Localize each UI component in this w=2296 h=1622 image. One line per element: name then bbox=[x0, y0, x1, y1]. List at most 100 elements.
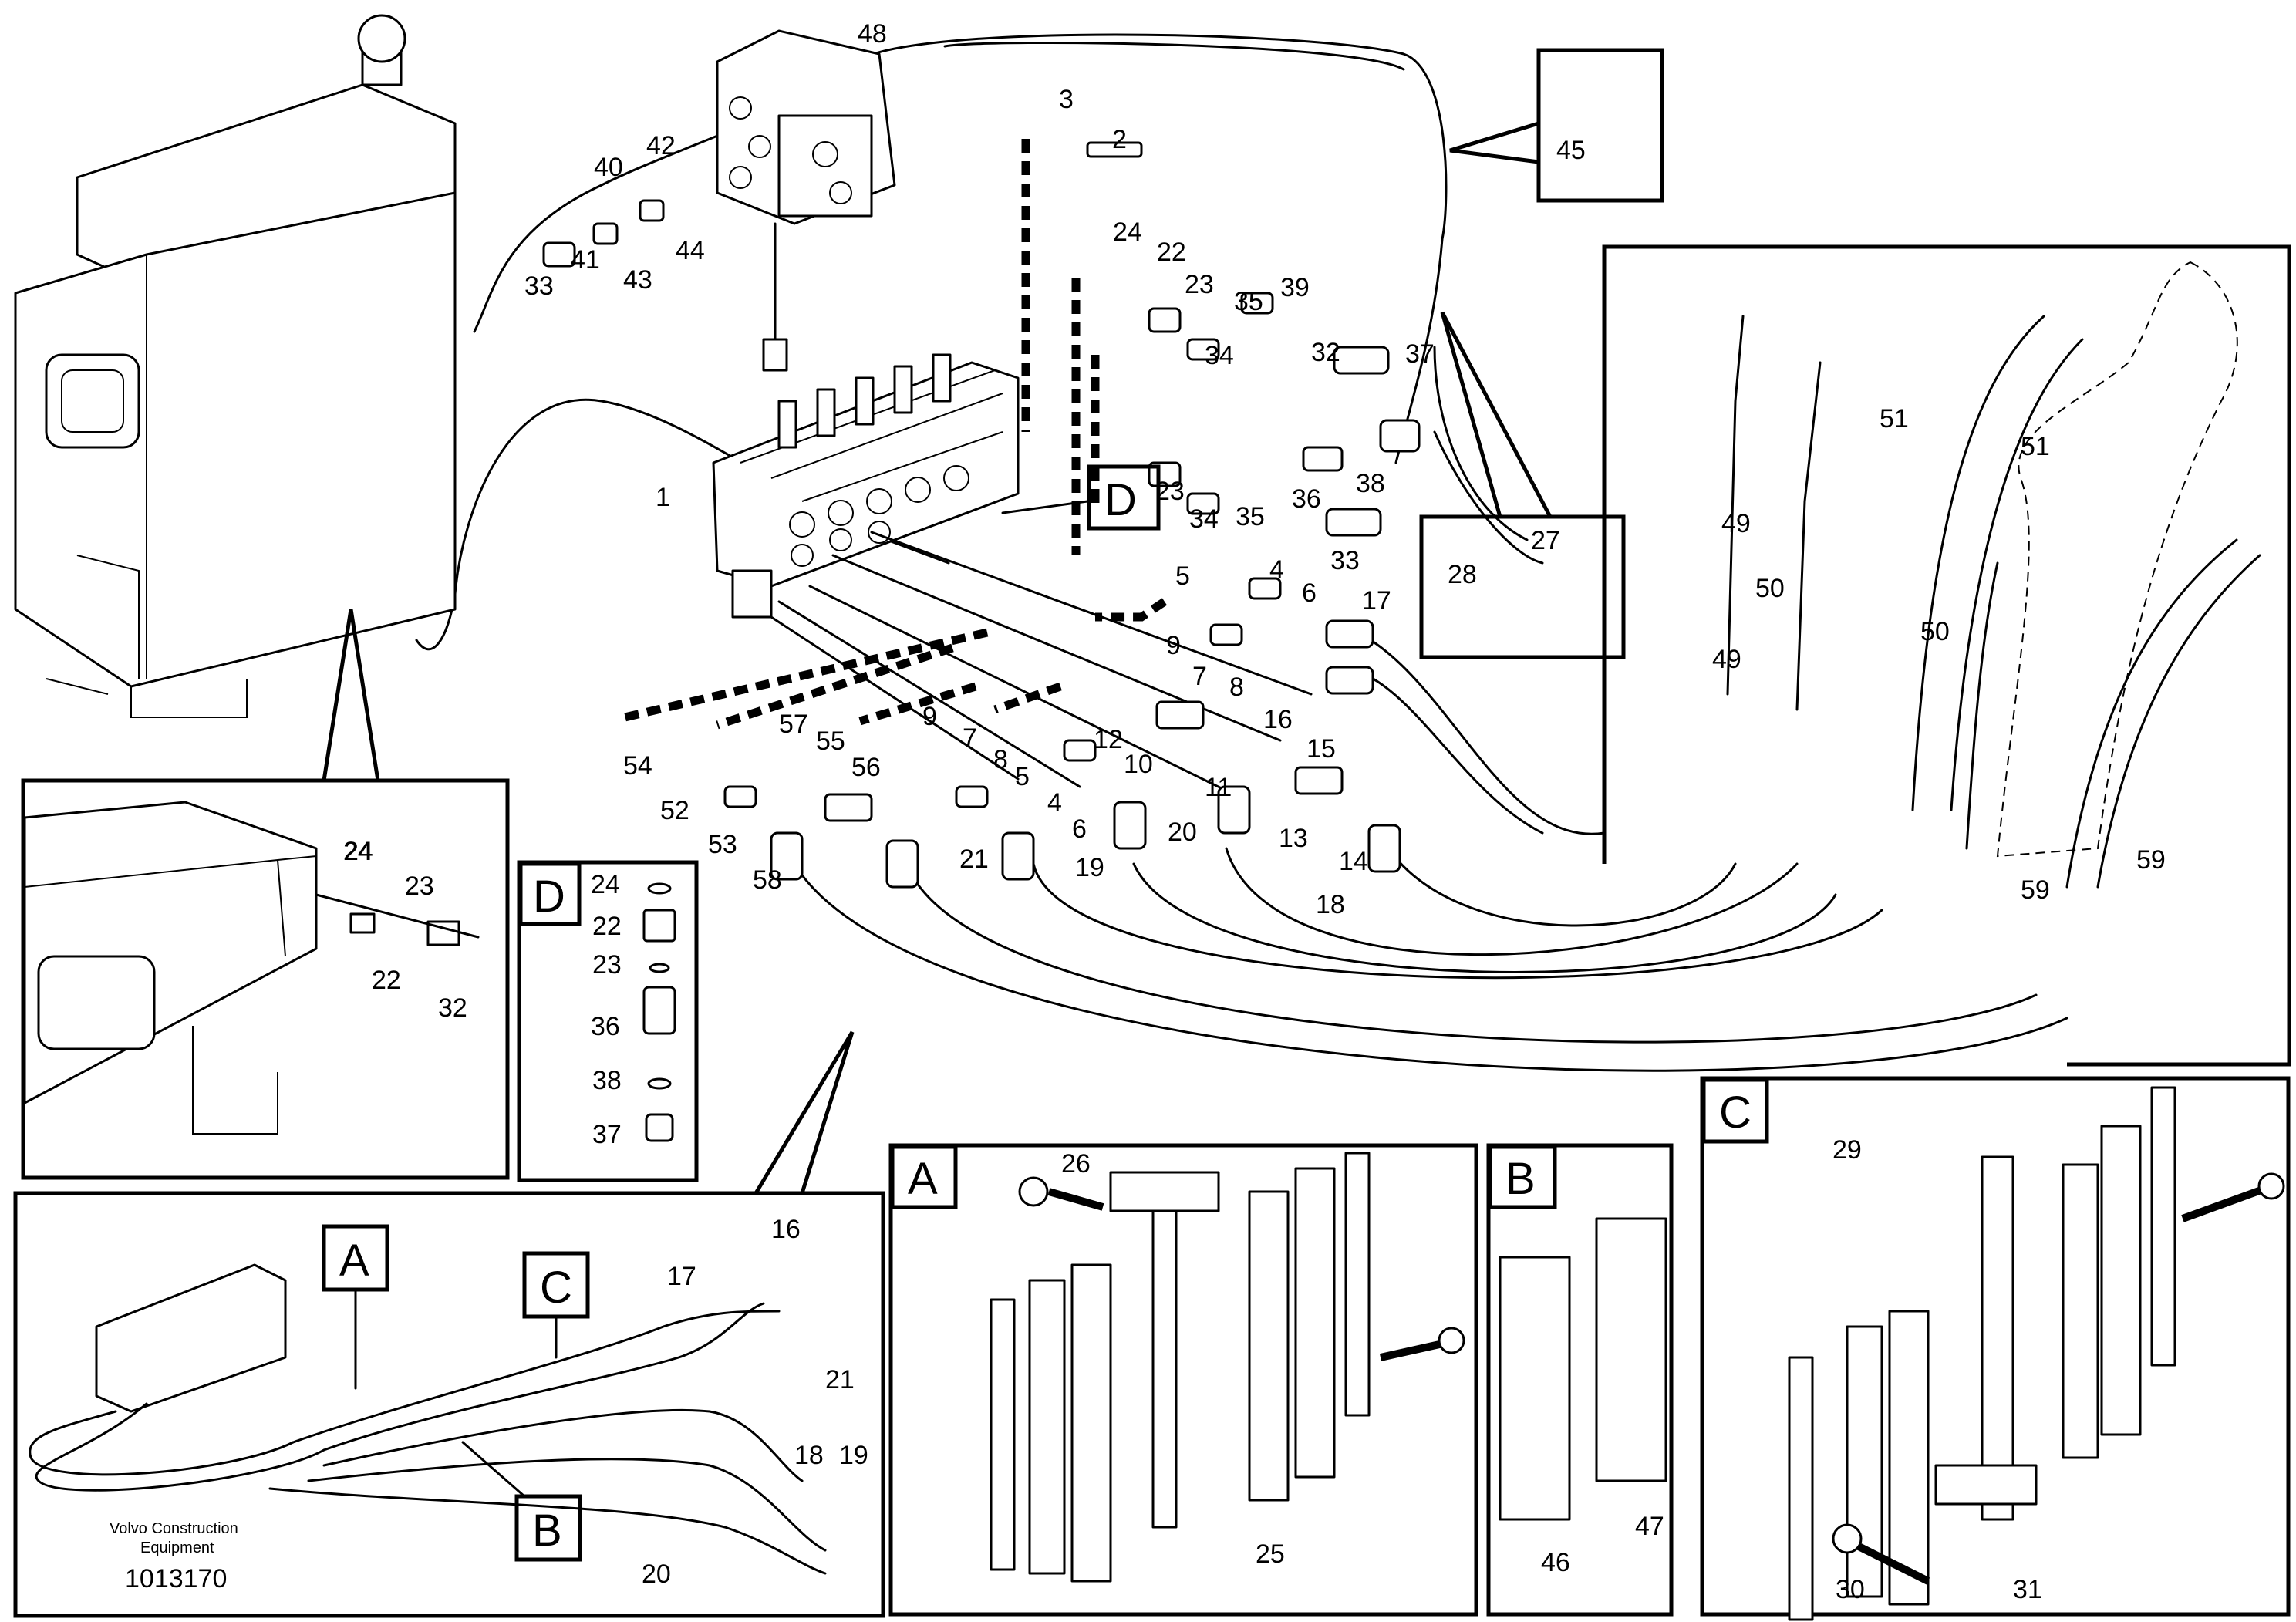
ref-number-22: 22 bbox=[372, 966, 401, 995]
publisher-name: Volvo Construction bbox=[110, 1520, 238, 1537]
ref-number-16: 16 bbox=[771, 1215, 801, 1244]
ref-number-8: 8 bbox=[1229, 673, 1244, 702]
ref-number-51: 51 bbox=[2021, 432, 2050, 461]
ref-number-8: 8 bbox=[993, 745, 1008, 774]
ref-number-37: 37 bbox=[1405, 339, 1435, 369]
ref-number-4: 4 bbox=[1047, 788, 1062, 818]
ref-number-12: 12 bbox=[1094, 725, 1123, 754]
ref-number-2: 2 bbox=[1112, 125, 1127, 154]
ref-number-31: 31 bbox=[2013, 1575, 2042, 1604]
ref-number-38: 38 bbox=[1356, 469, 1385, 498]
ref-number-23: 23 bbox=[1185, 270, 1214, 299]
ref-number-6: 6 bbox=[1072, 814, 1087, 844]
ref-number-17: 17 bbox=[1362, 586, 1391, 615]
ref-number-18: 18 bbox=[794, 1441, 824, 1470]
ref-number-36: 36 bbox=[591, 1012, 620, 1041]
ref-number-29: 29 bbox=[1832, 1135, 1862, 1165]
letter-b-inset: B bbox=[1505, 1154, 1536, 1204]
ref-number-35: 35 bbox=[1234, 287, 1263, 316]
ref-number-23: 23 bbox=[1155, 477, 1185, 506]
ref-number-16: 16 bbox=[1263, 705, 1293, 734]
publisher-subtitle: Equipment bbox=[140, 1539, 214, 1556]
ref-number-21: 21 bbox=[825, 1365, 855, 1394]
ref-number-5: 5 bbox=[1015, 762, 1030, 791]
ref-number-54: 54 bbox=[623, 751, 652, 781]
overview-inset bbox=[13, 1191, 885, 1618]
ref-number-24: 24 bbox=[1113, 218, 1142, 247]
detail-d-art bbox=[642, 882, 676, 1142]
tank-detail-art bbox=[23, 801, 480, 1135]
ref-number-3: 3 bbox=[1059, 85, 1074, 114]
ref-number-23: 23 bbox=[592, 950, 622, 980]
ref-number-53: 53 bbox=[708, 830, 737, 859]
ref-number-39: 39 bbox=[1280, 273, 1310, 302]
dashed-tube-lines bbox=[623, 139, 1168, 730]
ref-number-26: 26 bbox=[1061, 1149, 1091, 1179]
ref-number-56: 56 bbox=[851, 753, 881, 782]
ref-number-17: 17 bbox=[667, 1262, 696, 1291]
clamp-parts-a bbox=[990, 1152, 1465, 1583]
ref-number-25: 25 bbox=[1256, 1539, 1285, 1569]
ref-number-38: 38 bbox=[592, 1066, 622, 1095]
ref-number-7: 7 bbox=[1192, 662, 1207, 691]
ref-number-37: 37 bbox=[592, 1120, 622, 1149]
ref-number-59: 59 bbox=[2136, 845, 2166, 875]
ref-number-55: 55 bbox=[816, 727, 845, 756]
ref-number-7: 7 bbox=[963, 723, 977, 753]
ref-number-9: 9 bbox=[1166, 631, 1181, 660]
ref-number-21: 21 bbox=[959, 845, 989, 874]
ref-number-1: 1 bbox=[656, 483, 670, 512]
ref-number-48: 48 bbox=[858, 19, 887, 49]
ref-number-23: 23 bbox=[405, 872, 434, 901]
ref-number-6: 6 bbox=[1302, 578, 1317, 608]
letter-c-inset: C bbox=[1719, 1088, 1752, 1138]
ref-number-24: 24 bbox=[344, 837, 373, 866]
ref-number-50: 50 bbox=[1920, 617, 1950, 646]
control-valve-body bbox=[712, 361, 1020, 588]
letter-texts: D D A C B A B C bbox=[339, 475, 1752, 1556]
detail-a-inset bbox=[888, 1143, 1478, 1617]
ref-number-49: 49 bbox=[1721, 509, 1751, 538]
ref-number-28: 28 bbox=[1448, 560, 1477, 589]
ref-number-44: 44 bbox=[676, 236, 705, 265]
ref-number-34: 34 bbox=[1189, 504, 1219, 534]
ref-number-10: 10 bbox=[1124, 750, 1153, 779]
ref-number-41: 41 bbox=[571, 245, 600, 275]
ref-number-27: 27 bbox=[1531, 526, 1560, 555]
ref-number-20: 20 bbox=[1168, 818, 1197, 847]
ref-number-49: 49 bbox=[1712, 645, 1741, 674]
ref-number-14: 14 bbox=[1339, 847, 1368, 876]
ref-number-11: 11 bbox=[1205, 773, 1232, 802]
ref-number-47: 47 bbox=[1635, 1512, 1664, 1541]
ref-number-58: 58 bbox=[753, 865, 782, 895]
detail-letter-boxes bbox=[322, 464, 1769, 1562]
hose-lines bbox=[770, 346, 2068, 1072]
detail-d-inset bbox=[517, 860, 699, 1182]
ref-number-45: 45 bbox=[1556, 136, 1586, 165]
ref-number-32: 32 bbox=[438, 993, 467, 1023]
ref-number-36: 36 bbox=[1292, 484, 1321, 514]
ref-number-13: 13 bbox=[1279, 824, 1308, 853]
ref-number-34: 34 bbox=[1205, 341, 1234, 370]
letter-a-overview: A bbox=[339, 1236, 369, 1286]
detail-b-inset bbox=[1486, 1143, 1674, 1617]
letter-b-overview: B bbox=[532, 1506, 562, 1556]
clamp-parts-c bbox=[1788, 1086, 2285, 1621]
hydraulic-tank bbox=[14, 14, 457, 718]
ref-number-46: 46 bbox=[1541, 1548, 1570, 1577]
ref-number-59: 59 bbox=[2021, 875, 2050, 905]
ref-number-51: 51 bbox=[1880, 404, 1909, 433]
valve-foot bbox=[731, 569, 773, 619]
filler-cap-icon bbox=[357, 14, 406, 63]
fittings bbox=[542, 141, 1421, 889]
ref-number-32: 32 bbox=[1311, 338, 1340, 367]
clamp-parts-b bbox=[1499, 1217, 1667, 1521]
control-valve-group bbox=[415, 29, 1448, 651]
detail-c-inset bbox=[1700, 1076, 2291, 1617]
ref-number-50: 50 bbox=[1755, 574, 1785, 603]
letter-d-inset: D bbox=[533, 872, 565, 922]
ref-number-20: 20 bbox=[642, 1560, 671, 1589]
ref-number-24: 24 bbox=[343, 837, 373, 866]
